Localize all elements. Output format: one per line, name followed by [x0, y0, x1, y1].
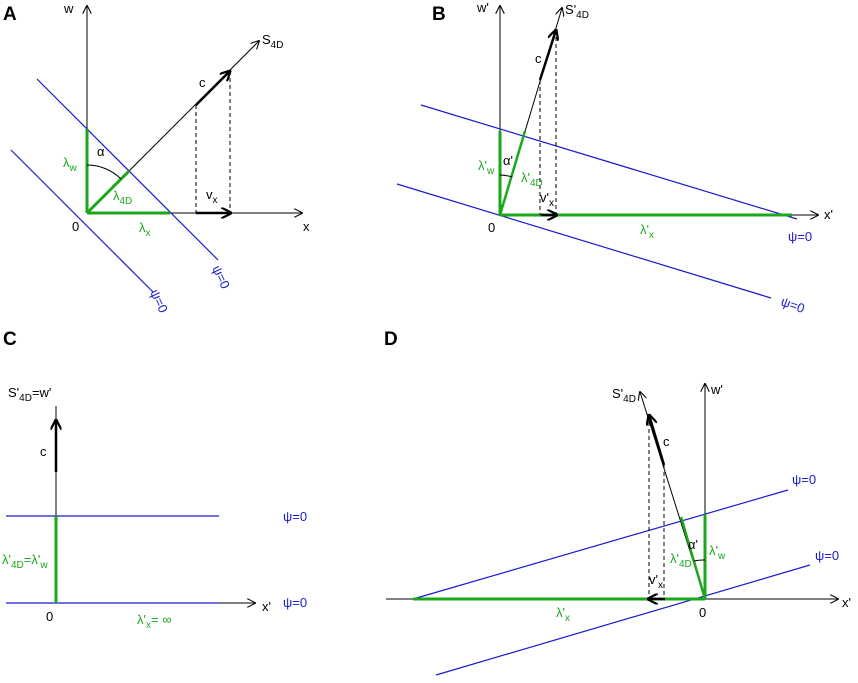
panel-b-s4d-label: S'4D — [565, 2, 589, 21]
panel-a-lambda-4d-label: λ4D — [113, 188, 132, 207]
panel-d-psi-line-1 — [412, 489, 789, 600]
panel-b-lambda-x-label: λ'x — [640, 222, 654, 241]
panel-d-origin-label: 0 — [699, 605, 706, 620]
panel-b: B w' x' S'4D 0 c α' λ'w λ'4D λ'x v'x ψ=0… — [396, 0, 833, 316]
panel-a-letter: A — [3, 4, 17, 25]
panel-c: C S'4D=w' x' 0 c λ'4D=λ'w λ'x= ∞ ψ=0 ψ=0 — [2, 329, 307, 631]
panel-d-alpha-arc — [693, 559, 706, 562]
panel-d-letter: D — [384, 329, 398, 350]
panel-b-letter: B — [432, 4, 446, 25]
panel-c-lambda-x-label: λ'x= ∞ — [137, 612, 171, 631]
panel-c-x-label: x' — [262, 599, 271, 614]
panel-a-alpha-label: α — [97, 144, 105, 159]
panel-a-alpha-arc — [86, 164, 122, 180]
panel-d-vx-label: v'x — [649, 572, 663, 591]
panel-d-psi-label-2: ψ=0 — [815, 548, 839, 563]
panel-a-c-vector — [195, 71, 230, 106]
panel-c-psi-label-1: ψ=0 — [283, 509, 307, 524]
panel-d-x-label: x' — [842, 595, 851, 610]
panel-a-s4d-label: S4D — [262, 32, 283, 51]
panel-b-w-label: w' — [476, 0, 489, 15]
panel-b-lambda-w-label: λ'w — [478, 158, 495, 177]
panel-d-alpha-label: α' — [688, 537, 698, 552]
panel-d: D w' x' S'4D 0 c α' λ'w λ'4D λ'x v'x ψ=0… — [384, 329, 851, 676]
panel-b-alpha-label: α' — [503, 153, 513, 168]
panel-d-c-vector — [649, 415, 666, 466]
panel-a-lambda-x-label: λx — [139, 220, 151, 239]
panel-b-psi-line-1 — [420, 104, 798, 220]
panel-d-lambda-4d-line — [679, 516, 707, 600]
panel-b-alpha-arc — [499, 174, 513, 178]
panel-a-psi-line-2 — [10, 149, 154, 293]
panel-a-w-label: w — [63, 1, 74, 16]
panel-b-psi-label-2: ψ=0 — [779, 294, 807, 316]
panel-a-lambda-4d-line — [85, 169, 131, 215]
panel-b-vx-label: v'x — [540, 190, 554, 209]
panel-b-c-label: c — [535, 51, 542, 66]
panel-b-origin-label: 0 — [488, 220, 495, 235]
panel-a-lambda-w-label: λw — [63, 155, 78, 174]
panel-a-c-label: c — [199, 75, 206, 90]
panel-c-lambda-label: λ'4D=λ'w — [2, 552, 48, 571]
panel-d-lambda-w-label: λ'w — [709, 543, 726, 562]
panel-b-lambda-4d-label: λ'4D — [521, 170, 543, 189]
panel-c-psi-label-2: ψ=0 — [283, 595, 307, 610]
panel-c-c-label: c — [40, 444, 47, 459]
panel-a-vx-label: vx — [206, 187, 218, 206]
panel-a-psi-label-1: ψ=0 — [209, 263, 233, 291]
panel-a-origin-label: 0 — [72, 219, 79, 234]
panel-a-x-label: x — [303, 219, 310, 234]
panel-c-origin-label: 0 — [46, 609, 53, 624]
panel-d-w-label: w' — [710, 382, 723, 397]
panel-c-sw-label: S'4D=w' — [8, 385, 51, 404]
panel-b-psi-line-2 — [396, 183, 772, 299]
panel-a-psi-line-1 — [36, 78, 219, 261]
panel-b-x-label: x' — [824, 207, 833, 222]
panel-d-psi-label-1: ψ=0 — [792, 472, 816, 487]
panel-a: A w x S4D 0 c α λw λ4D λx vx ψ=0 ψ=0 — [3, 1, 310, 315]
panel-d-s4d-label: S'4D — [612, 386, 636, 405]
panel-b-lambda-4d-line — [498, 130, 527, 216]
panel-d-psi-line-2 — [435, 564, 811, 676]
panel-d-lambda-x-label: λ'x — [556, 605, 570, 624]
panel-d-lambda-4d-label: λ'4D — [670, 551, 692, 570]
panel-c-letter: C — [3, 329, 17, 350]
panel-b-psi-label-1: ψ=0 — [788, 229, 812, 244]
panel-a-psi-label-2: ψ=0 — [147, 287, 171, 315]
panel-d-c-label: c — [663, 434, 670, 449]
panel-b-c-vector — [538, 30, 556, 81]
